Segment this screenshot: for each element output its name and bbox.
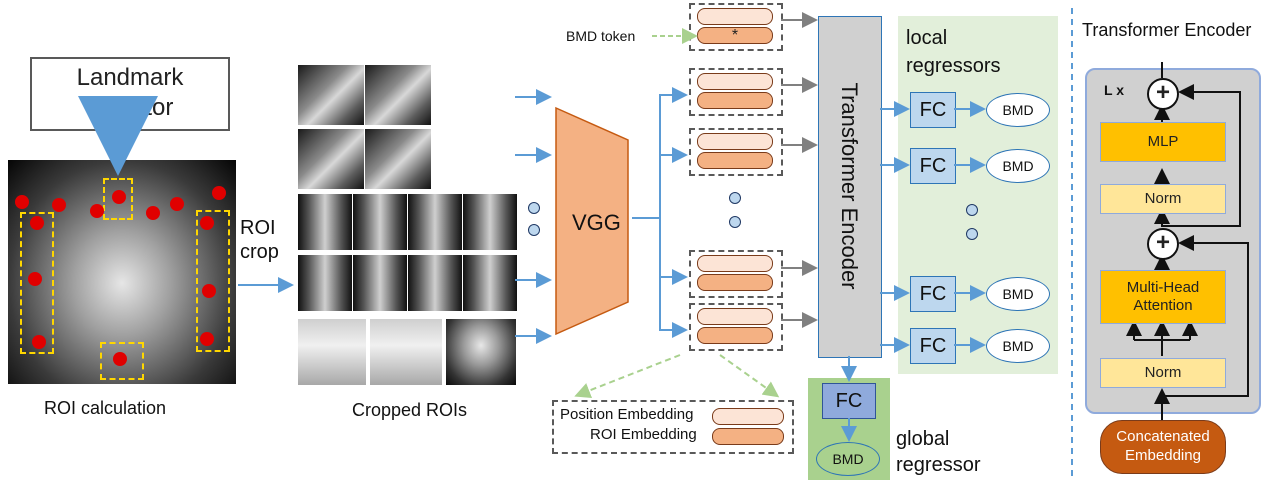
global-bmd-output: BMD <box>816 442 880 476</box>
encoder-detail-title: Transformer Encoder <box>1082 20 1252 40</box>
crop-rib-1b <box>352 193 408 251</box>
crop-rib-2d <box>462 254 518 312</box>
crop-rib-1c <box>407 193 463 251</box>
crop-shoulder-1b <box>364 64 432 126</box>
roi-embedding-pill <box>697 152 773 169</box>
position-embedding-pill <box>697 308 773 325</box>
crop-rib-1d <box>462 193 518 251</box>
roi-token-box <box>689 250 783 298</box>
fc-layer: FC <box>910 148 956 184</box>
plus-glyph: + <box>1155 79 1170 106</box>
mlp-label: MLP <box>1147 133 1179 150</box>
mlp-block: MLP <box>1100 122 1226 162</box>
landmark-point <box>202 284 216 298</box>
landmark-point <box>170 197 184 211</box>
legend-roi-label: ROI Embedding <box>590 426 697 443</box>
landmark-point <box>113 352 127 366</box>
plus-glyph: + <box>1155 229 1170 256</box>
vgg-label: VGG <box>572 210 621 235</box>
roi-embedding-pill <box>697 274 773 291</box>
bmd-token-label: BMD token <box>566 28 636 44</box>
crop-rib-1a <box>297 193 353 251</box>
embedding-legend <box>552 400 794 454</box>
ellipsis-dot <box>966 228 978 240</box>
residual-add-top: + <box>1147 78 1179 110</box>
crop-shoulder-2b <box>364 128 432 190</box>
bmd-output: BMD <box>986 329 1050 363</box>
ellipsis-dot <box>528 202 540 214</box>
crop-full-chest <box>445 318 517 386</box>
local-regressors-panel <box>898 16 1058 374</box>
concatenated-embedding-label: Concatenated Embedding <box>1116 428 1210 464</box>
legend-roi-pill <box>712 428 784 445</box>
landmark-point <box>112 190 126 204</box>
landmark-point <box>200 216 214 230</box>
bmd-output: BMD <box>986 149 1050 183</box>
roi-box-left-rib <box>196 210 230 352</box>
fc-layer: FC <box>910 92 956 128</box>
landmark-point <box>32 335 46 349</box>
crop-rib-2c <box>407 254 463 312</box>
concatenated-embedding-block: Concatenated Embedding <box>1100 420 1226 474</box>
landmark-point <box>30 216 44 230</box>
fc-layer: FC <box>910 328 956 364</box>
roi-embedding-pill <box>697 327 773 344</box>
landmark-point <box>28 272 42 286</box>
crop-shoulder-2a <box>297 128 365 190</box>
bmd-token-box <box>689 3 783 51</box>
norm-block-bottom: Norm <box>1100 358 1226 388</box>
ellipsis-dot <box>528 224 540 236</box>
position-embedding-pill <box>697 255 773 272</box>
ellipsis-dot <box>966 204 978 216</box>
crop-abdomen <box>369 318 443 386</box>
ellipsis-dot <box>729 216 741 228</box>
attention-label: Multi-Head Attention <box>1126 279 1200 314</box>
roi-embedding-pill <box>697 92 773 109</box>
landmark-point <box>90 204 104 218</box>
position-embedding-pill <box>697 8 773 25</box>
crop-rib-2b <box>352 254 408 312</box>
vgg-block <box>555 106 629 336</box>
bmd-output: BMD <box>986 277 1050 311</box>
roi-box-right-rib <box>20 212 54 354</box>
crop-shoulder-1a <box>297 64 365 126</box>
local-regressors-label: local regressors <box>906 27 1001 77</box>
roi-token-box <box>689 128 783 176</box>
cropped-rois-label: Cropped ROIs <box>352 400 468 420</box>
legend-position-pill <box>712 408 784 425</box>
crop-spine <box>297 318 367 386</box>
landmark-point <box>212 186 226 200</box>
landmark-point <box>52 198 66 212</box>
landmark-detector-box: Landmark detector <box>30 57 230 131</box>
global-regressor-label: global regressor <box>896 428 981 476</box>
landmark-point <box>15 195 29 209</box>
encoder-repeat-label: L x <box>1104 82 1124 98</box>
landmark-point <box>200 332 214 346</box>
landmark-point <box>146 206 160 220</box>
bmd-output: BMD <box>986 93 1050 127</box>
norm-label: Norm <box>1144 190 1182 207</box>
global-fc-layer: FC <box>822 383 876 419</box>
roi-box-spine-top <box>103 178 133 220</box>
position-embedding-pill <box>697 73 773 90</box>
roi-token-box <box>689 68 783 116</box>
fc-layer: FC <box>910 276 956 312</box>
residual-add-bottom: + <box>1147 228 1179 260</box>
roi-box-abdomen <box>100 342 144 380</box>
roi-crop-label: ROI crop <box>240 217 279 263</box>
roi-embedding-pill: * <box>697 27 773 44</box>
position-embedding-pill <box>697 133 773 150</box>
ellipsis-dot <box>729 192 741 204</box>
transformer-encoder-block <box>818 16 882 358</box>
legend-position-label: Position Embedding <box>560 406 694 423</box>
norm-block-top: Norm <box>1100 184 1226 214</box>
attention-block: Multi-Head Attention <box>1100 270 1226 324</box>
norm-label: Norm <box>1144 364 1182 381</box>
token-star: * <box>731 27 739 44</box>
roi-calculation-label: ROI calculation <box>44 398 167 418</box>
roi-token-box <box>689 303 783 351</box>
